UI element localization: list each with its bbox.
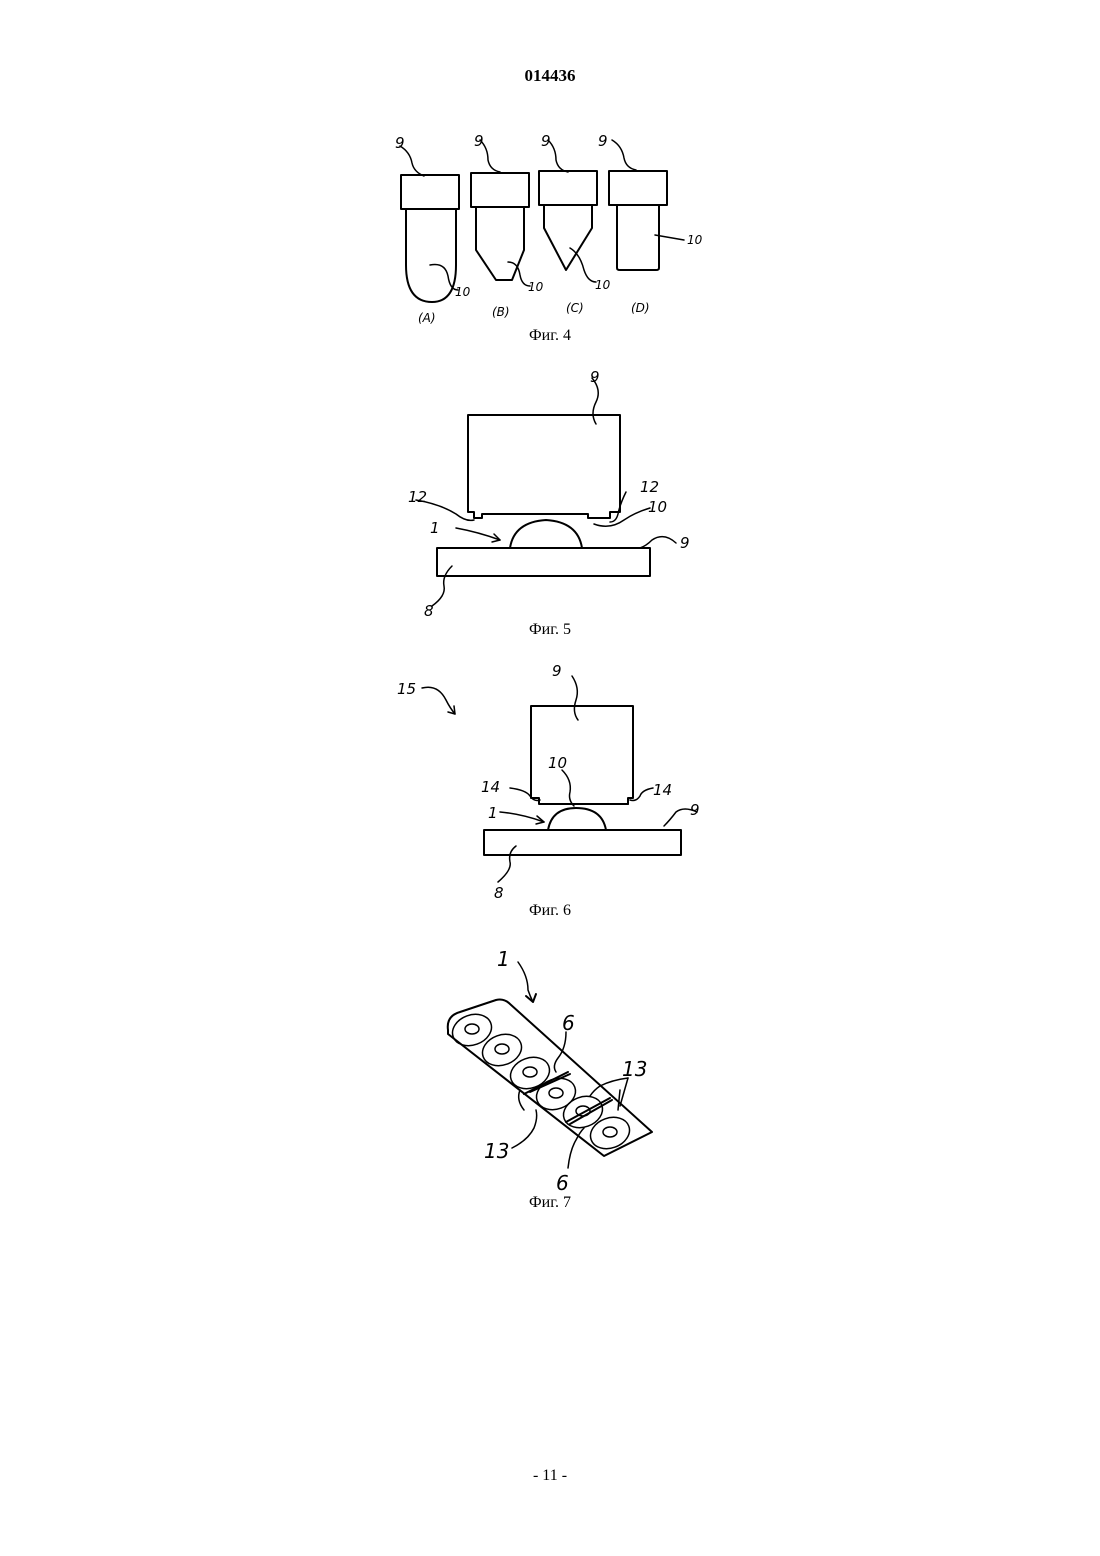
document-number: 014436 [0, 66, 1100, 86]
fig4-panel-label-b: (B) [492, 305, 510, 319]
blister-dome-6 [548, 808, 606, 830]
fig4-label-10-d: 10 [687, 233, 703, 247]
fig4-panel-label-c: (C) [566, 301, 584, 315]
fig7-label-13-right: 13 [622, 1057, 647, 1081]
fig4-label-10-b: 10 [528, 280, 544, 294]
tip-c-pointed [544, 205, 592, 270]
fig4-label-10-a: 10 [455, 285, 471, 299]
fig7-label-13-left: 13 [484, 1139, 509, 1163]
perforation-line-2 [566, 1098, 610, 1122]
fig4-label-9-a: 9 [395, 134, 405, 152]
fig4-label-9-b: 9 [474, 132, 484, 150]
cap-a [401, 175, 459, 209]
fig5-label-9-top: 9 [590, 368, 600, 386]
figure-5-drawing: 9 12 12 10 1 9 8 [0, 365, 1100, 620]
upper-tool-block [468, 415, 620, 518]
fig4-panel-label-a: (A) [418, 311, 436, 325]
fig4-panel-label-d: (D) [631, 301, 650, 315]
fig6-label-9-right: 9 [690, 801, 700, 819]
fig5-label-12-left: 12 [408, 488, 427, 506]
fig5-label-10: 10 [648, 498, 667, 516]
cap-d [609, 171, 667, 205]
fig5-label-9-right: 9 [680, 534, 690, 552]
figure-6-drawing: 15 9 10 14 14 1 9 8 [0, 660, 1100, 905]
tip-b-chamfered [476, 207, 524, 280]
fig4-label-10-c: 10 [595, 278, 611, 292]
fig7-label-6-bottom: 6 [556, 1171, 569, 1195]
upper-tool-block-6 [531, 706, 633, 804]
figure-4-caption: Фиг. 4 [0, 327, 1100, 345]
fig7-label-1: 1 [497, 947, 510, 971]
cap-b [471, 173, 529, 207]
fig6-label-14-right: 14 [653, 781, 672, 799]
tip-a-rounded [406, 209, 456, 302]
figure-7-drawing: 1 6 13 13 6 [0, 940, 1100, 1195]
fig6-label-10: 10 [548, 754, 567, 772]
fig6-label-15: 15 [397, 680, 416, 698]
substrate-plate [437, 548, 650, 576]
fig6-label-1: 1 [488, 804, 498, 822]
fig6-label-9-top: 9 [552, 662, 562, 680]
fig6-label-8: 8 [494, 884, 504, 902]
figure-7-caption: Фиг. 7 [0, 1194, 1100, 1212]
fig5-label-12-right: 12 [640, 478, 659, 496]
fig7-label-6-top: 6 [562, 1011, 575, 1035]
cap-c [539, 171, 597, 205]
substrate-plate-6 [484, 830, 681, 855]
fig4-label-9-d: 9 [598, 132, 608, 150]
fig4-label-9-c: 9 [541, 132, 551, 150]
fig6-label-14-left: 14 [481, 778, 500, 796]
figure-6-caption: Фиг. 6 [0, 902, 1100, 920]
tip-d-flat [617, 205, 659, 270]
figure-4-drawing: 9 9 9 9 10 10 10 10 (A) (B) (C) (D) [0, 120, 1100, 330]
page-number: - 11 - [0, 1467, 1100, 1485]
fig5-label-1: 1 [430, 519, 440, 537]
blister-dome [510, 520, 582, 548]
figure-5-caption: Фиг. 5 [0, 621, 1100, 639]
fig5-label-8: 8 [424, 602, 434, 620]
